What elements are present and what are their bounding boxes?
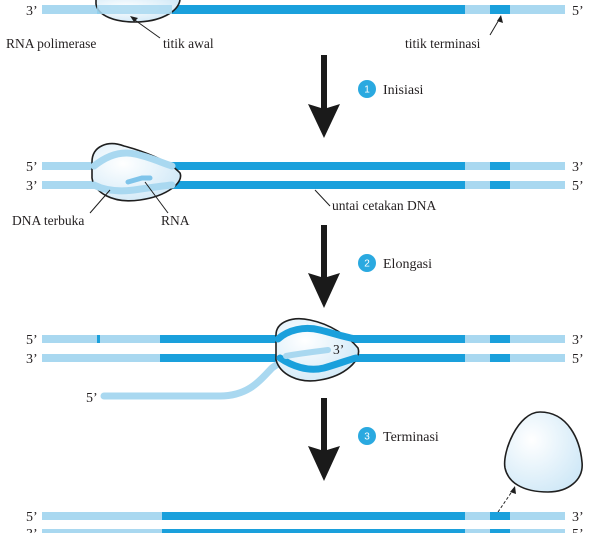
top-dna-section: 3’ 5’ RNA polimerase titik awal titik te…	[6, 0, 584, 51]
down-arrow-icon	[308, 55, 340, 138]
elong-strand1-right-end: 3’	[572, 333, 584, 348]
init-strand1-right-end: 3’	[572, 160, 584, 175]
initiation-dna-section: 5’ 3’ 3’ 5’ DNA terbuka RNA untai cetaka…	[12, 142, 584, 228]
top-strand-dark	[97, 5, 465, 14]
init-strand2-light-right	[510, 181, 565, 189]
label-dna-terbuka: DNA terbuka	[12, 213, 84, 228]
label-rna: RNA	[161, 213, 190, 228]
elong-strand2-right-end: 5’	[572, 352, 584, 367]
elong-strand1-dark-seg	[490, 335, 510, 343]
elong-strand2-light-gap	[465, 354, 490, 362]
down-arrow-icon	[308, 225, 340, 308]
pointer-rna	[144, 181, 169, 214]
elong-open-top	[274, 324, 360, 343]
step-number-3: 3	[364, 432, 370, 443]
top-strand-light-left	[42, 5, 97, 14]
init-strand1-light-right	[510, 162, 565, 170]
init-strand2-dark-seg	[490, 181, 510, 189]
rna-5-end-label: 5’	[86, 391, 98, 406]
step-number-1: 1	[364, 85, 370, 96]
top-strand-light-gap	[465, 5, 490, 14]
elong-strand2-light-left	[42, 354, 100, 362]
term-strand2-dark-seg	[490, 529, 510, 533]
pointer-titik-awal-head	[130, 16, 138, 22]
rna-polymerase-released	[503, 411, 583, 493]
term-strand1-dark	[162, 512, 465, 520]
init-strand1-left-end: 5’	[26, 160, 38, 175]
elong-rna-inside	[283, 347, 331, 359]
step-badge-3	[358, 427, 376, 445]
rna-primer	[125, 175, 153, 185]
term-strand2-left-end: 3’	[26, 527, 38, 533]
termination-dna-section: 5’ 3’ 3’ 5’	[26, 411, 584, 533]
init-strand2-right-end: 5’	[572, 179, 584, 194]
pointer-dna-terbuka	[89, 189, 111, 214]
term-strand1-light-left	[42, 512, 162, 520]
term-strand1-right-end: 3’	[572, 510, 584, 525]
step-badge-1	[358, 80, 376, 98]
term-strand1-left-end: 5’	[26, 510, 38, 525]
init-strand2-left-end: 3’	[26, 179, 38, 194]
elong-strand2-dark-seg	[490, 354, 510, 362]
top-strand-inside-light	[97, 5, 172, 14]
step-inisiasi: 1 Inisiasi	[308, 55, 424, 138]
elong-strand1-light-right	[510, 335, 565, 343]
label-titik-terminasi: titik terminasi	[405, 36, 481, 51]
elong-strand1-left-end: 5’	[26, 333, 38, 348]
release-pointer-head	[510, 486, 516, 494]
term-strand2-right-end: 5’	[572, 527, 584, 533]
elong-strand2-left-end: 3’	[26, 352, 38, 367]
top-left-end: 3’	[26, 4, 38, 19]
elong-strand1-light-mid	[100, 335, 160, 343]
elongation-dna-section: 5’ 3’ 3’ 5’ 3’ 5’	[26, 318, 584, 406]
init-strand1-light-left	[42, 162, 100, 170]
init-strand2-light-left	[42, 181, 100, 189]
label-untai-cetakan: untai cetakan DNA	[332, 198, 436, 213]
term-strand2-light-left	[42, 529, 162, 533]
step-label-elongasi: Elongasi	[383, 257, 432, 272]
elong-open-bottom	[276, 354, 360, 373]
elong-strand1-light-left	[42, 335, 97, 343]
open-dna-top	[90, 149, 176, 170]
step-badge-2	[358, 254, 376, 272]
open-dna-bottom	[90, 181, 176, 195]
init-strand2-dark	[100, 181, 465, 189]
label-titik-awal: titik awal	[163, 36, 214, 51]
elong-strand2-light-mid	[100, 354, 160, 362]
pointer-titik-awal	[131, 17, 161, 39]
init-strand1-dark	[100, 162, 465, 170]
top-right-end: 5’	[572, 4, 584, 19]
term-strand1-light-gap	[465, 512, 490, 520]
term-strand2-light-gap	[465, 529, 490, 533]
init-strand1-dark-seg	[490, 162, 510, 170]
down-arrow-icon	[308, 398, 340, 481]
step-label-inisiasi: Inisiasi	[383, 83, 424, 98]
step-number-2: 2	[364, 259, 370, 270]
step-terminasi: 3 Terminasi	[308, 398, 439, 481]
top-strand-light-right	[510, 5, 565, 14]
step-label-terminasi: Terminasi	[383, 430, 439, 445]
elong-strand2-light-right	[510, 354, 565, 362]
init-strand1-light-gap	[465, 162, 490, 170]
pointer-untai-cetakan	[314, 189, 331, 207]
step-elongasi: 2 Elongasi	[308, 225, 432, 308]
pointer-titik-terminasi-head	[497, 15, 503, 23]
label-rna-polimerase: RNA polimerase	[6, 36, 96, 51]
term-strand2-light-right	[510, 529, 565, 533]
release-pointer	[497, 489, 514, 513]
init-strand2-light-gap	[465, 181, 490, 189]
term-strand2-dark	[162, 529, 465, 533]
elong-strand1-light-gap	[465, 335, 490, 343]
term-strand1-light-right	[510, 512, 565, 520]
rna-3-end-label: 3’	[333, 342, 344, 357]
term-strand1-dark-seg	[490, 512, 510, 520]
top-strand-dark-segment	[490, 5, 510, 14]
